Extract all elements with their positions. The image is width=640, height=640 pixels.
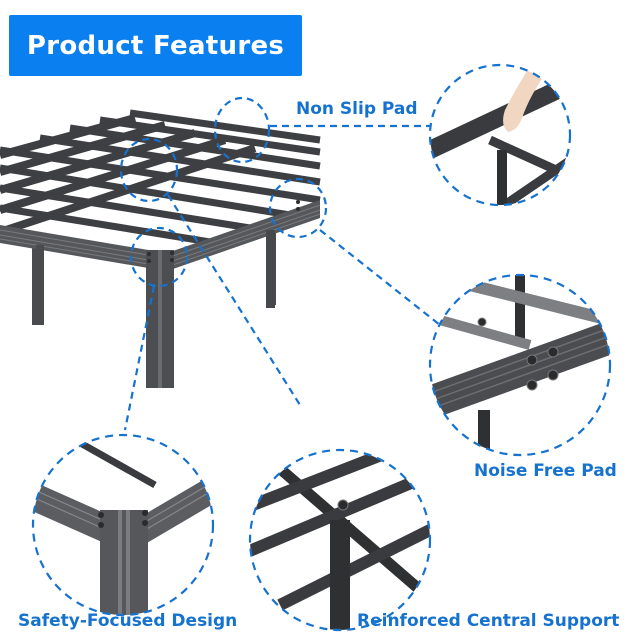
callout-markers xyxy=(119,96,441,431)
detail-non-slip-pad xyxy=(428,63,572,207)
label-reinforced-central-support: Reinforced Central Support xyxy=(357,611,620,631)
detail-reinforced-central-support xyxy=(248,448,432,632)
product-features-title: Product Features xyxy=(9,15,302,76)
label-safety-focused-design: Safety-Focused Design xyxy=(18,611,238,631)
bed-frame-main-image xyxy=(0,109,321,388)
label-noise-free-pad: Noise Free Pad xyxy=(474,461,617,481)
label-non-slip-pad: Non Slip Pad xyxy=(296,99,418,119)
detail-safety-focused-design xyxy=(31,433,215,617)
detail-noise-free-pad xyxy=(428,273,612,457)
